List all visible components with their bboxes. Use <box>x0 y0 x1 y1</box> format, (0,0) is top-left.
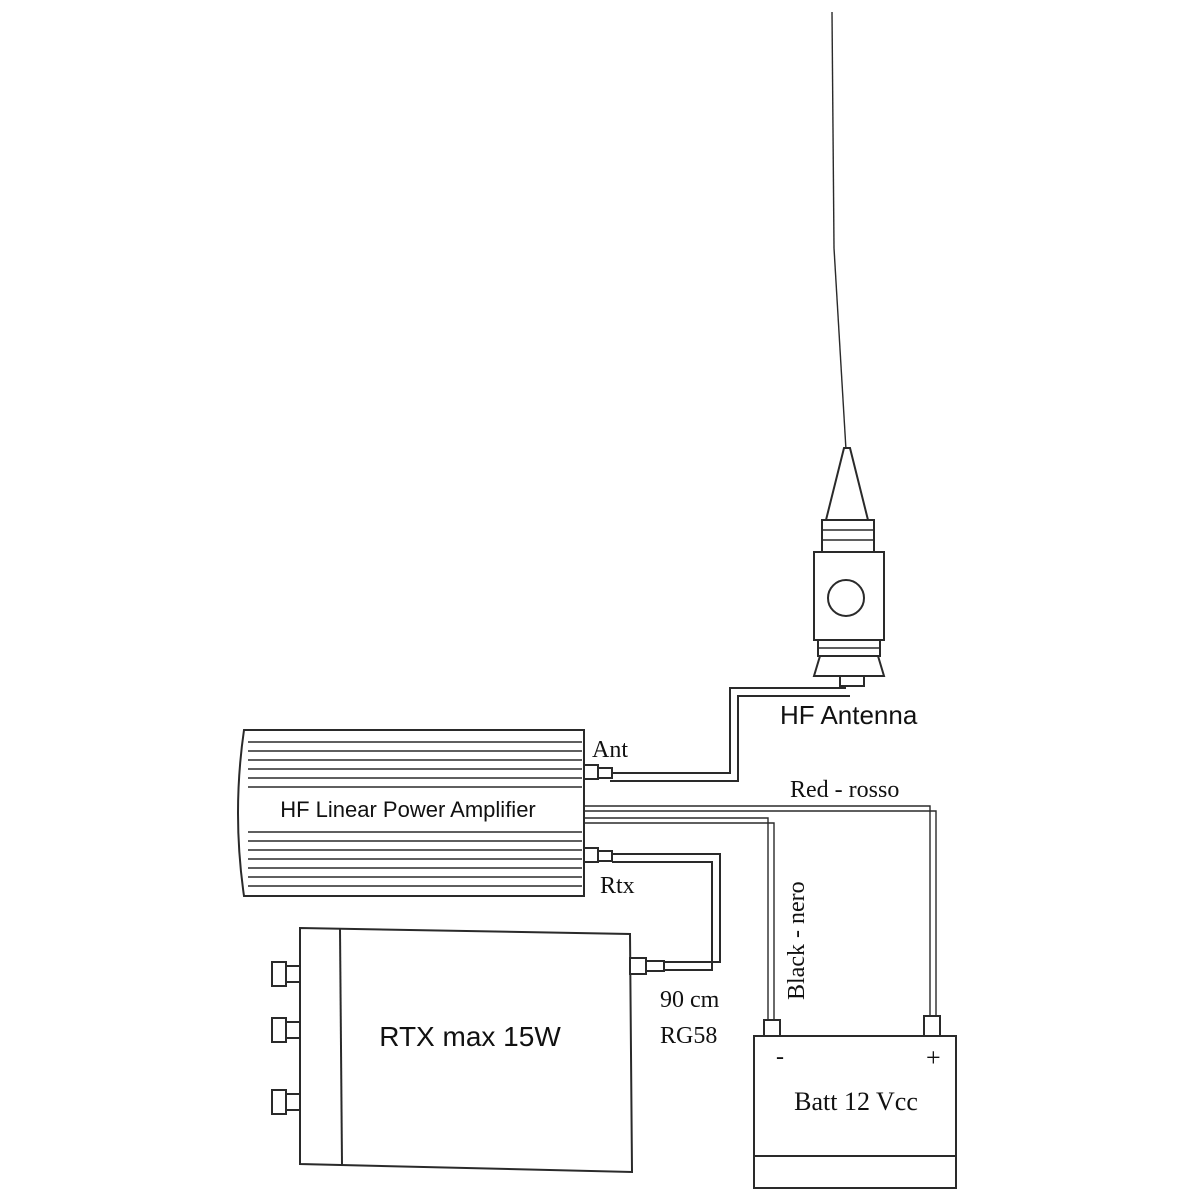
red-wire <box>584 805 931 1020</box>
hf-antenna <box>812 11 886 687</box>
battery-negative-terminal <box>763 1019 781 1037</box>
radio-antenna-connector <box>629 957 647 975</box>
antenna-whip-lower <box>833 247 847 451</box>
battery-body <box>753 1035 957 1189</box>
radio-label: RTX max 15W <box>379 1021 561 1052</box>
antenna-foot <box>812 655 886 677</box>
rtx-port-label: Rtx <box>600 873 635 899</box>
power-wires <box>584 805 937 1022</box>
radio-knob-bottom <box>271 1089 301 1115</box>
red-wire-label: Red - rosso <box>790 777 899 803</box>
amp-ant-port <box>583 764 599 780</box>
antenna-connector <box>839 675 865 687</box>
hf-linear-amplifier: HF Linear Power Amplifier <box>237 729 613 897</box>
antenna-collar <box>821 519 875 553</box>
black-wire <box>584 817 769 1022</box>
ant-port-label: Ant <box>592 737 628 763</box>
cable-type-label: RG58 <box>660 1023 717 1049</box>
radio-knob-top <box>271 961 301 987</box>
antenna-screw <box>827 579 865 617</box>
black-wire-label: Black - nero <box>784 881 810 1000</box>
battery: - + Batt 12 Vcc <box>753 1015 957 1189</box>
battery-label: Batt 12 Vcc <box>794 1087 918 1116</box>
rg58-coax <box>612 853 721 971</box>
amp-rtx-port <box>583 847 599 863</box>
radio-front-panel <box>339 928 343 1166</box>
battery-positive-terminal <box>923 1015 941 1037</box>
rtx-radio: RTX max 15W <box>271 926 665 1174</box>
amplifier-cooling-fins <box>248 741 582 887</box>
antenna-coax <box>610 687 850 782</box>
radio-body <box>299 926 634 1174</box>
antenna-label: HF Antenna <box>780 700 918 730</box>
amplifier-label: HF Linear Power Amplifier <box>280 797 536 822</box>
battery-minus-sign: - <box>776 1044 784 1070</box>
antenna-taper <box>824 447 870 521</box>
antenna-whip-upper <box>831 11 835 249</box>
battery-plus-sign: + <box>926 1043 941 1072</box>
radio-knob-middle <box>271 1017 301 1043</box>
cable-length-label: 90 cm <box>660 987 720 1013</box>
